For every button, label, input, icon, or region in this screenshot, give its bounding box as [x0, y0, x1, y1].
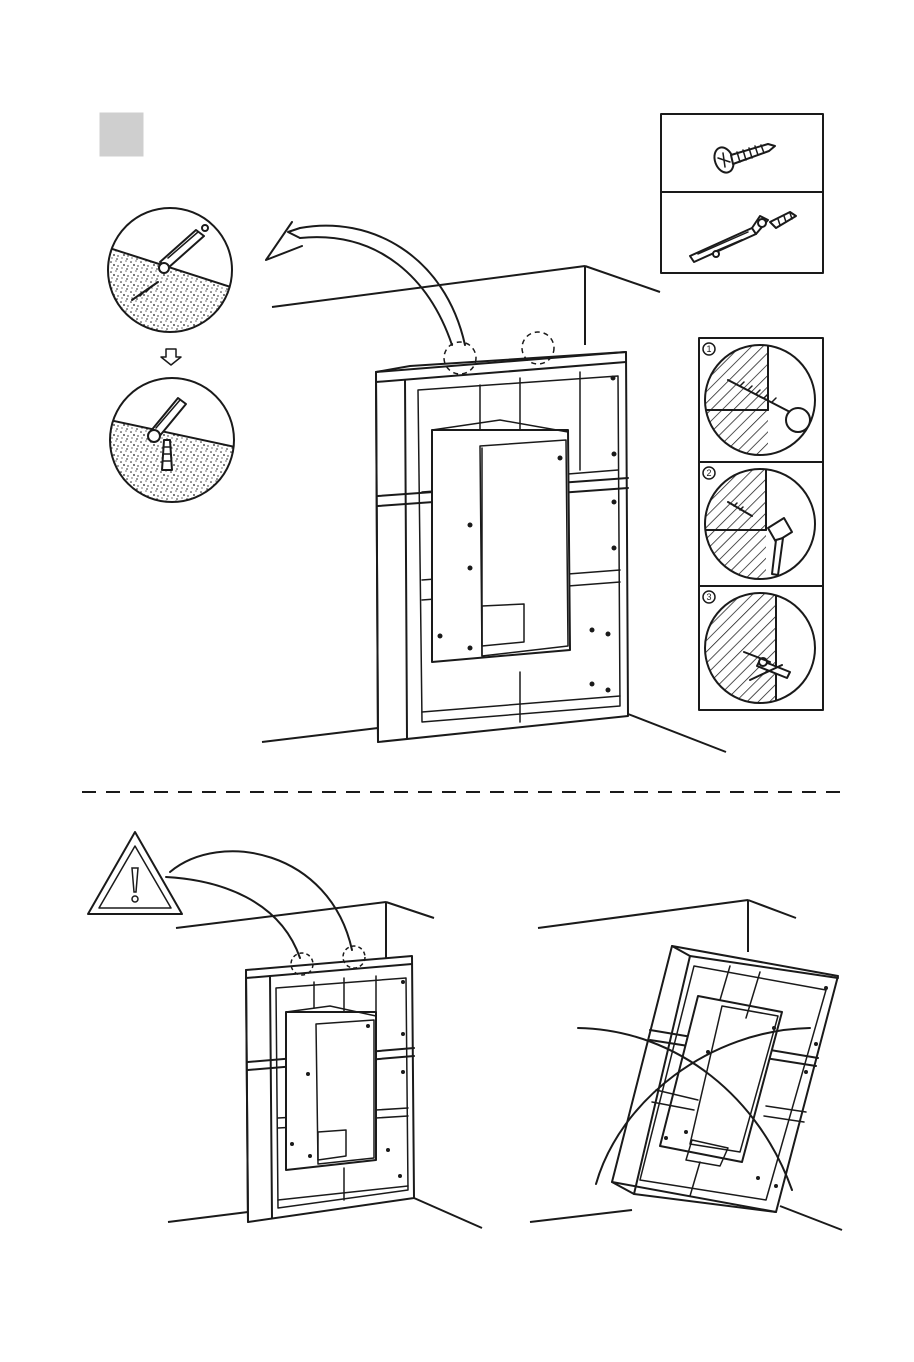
- warning-icon: [88, 832, 182, 914]
- arrow-down-icon: [161, 349, 181, 365]
- hammer-icon: [768, 518, 792, 575]
- drill-step-3: 3: [700, 588, 815, 708]
- step-number-box: [100, 113, 143, 156]
- drill-step-2-number: 2: [706, 468, 711, 478]
- bookcase-top: [376, 332, 628, 742]
- drill-step-3-number: 3: [706, 592, 711, 602]
- curved-arrow-pointer: [266, 222, 465, 345]
- hardware-box: [661, 114, 823, 273]
- drill-steps-panel: 1 2: [699, 338, 823, 710]
- screw-icon: [711, 144, 775, 175]
- drill-step-2: 2: [700, 464, 815, 584]
- bookcase-anchored: [246, 946, 414, 1222]
- bookcase-tipping: [612, 946, 838, 1212]
- detail-circle-bracket-after: [100, 378, 240, 510]
- drill-step-1-number: 1: [706, 344, 711, 354]
- warning-curved-pointers: [166, 851, 352, 958]
- detail-circle-bracket-before: [100, 208, 240, 340]
- drill-step-1: 1: [700, 340, 815, 460]
- wall-anchor-strap-icon: [690, 212, 796, 262]
